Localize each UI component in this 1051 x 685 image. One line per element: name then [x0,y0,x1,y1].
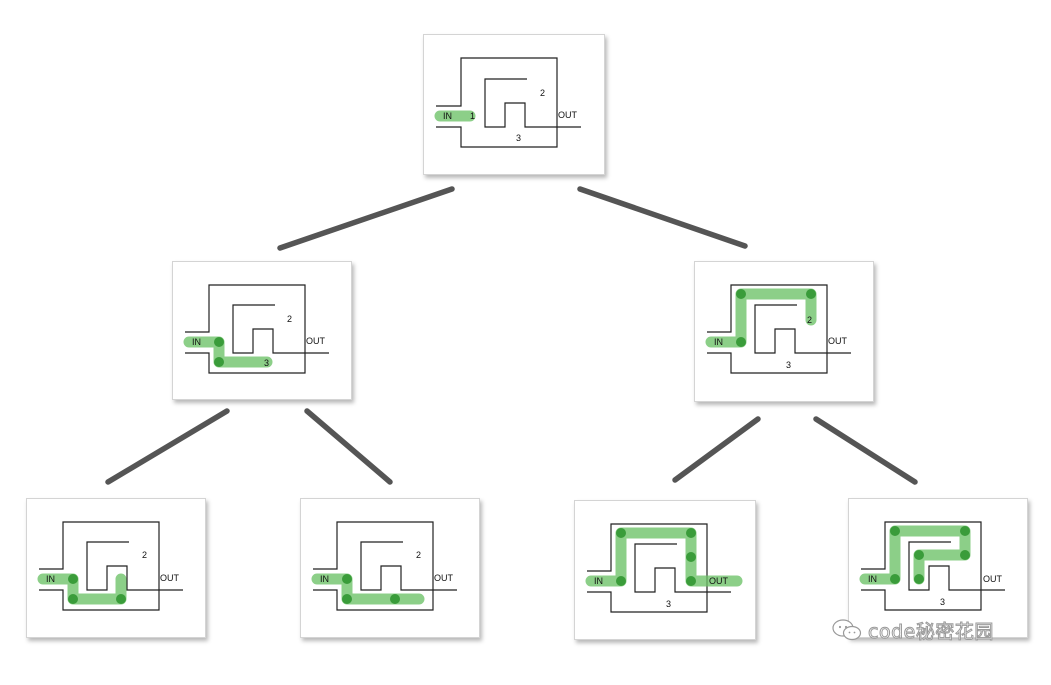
junction-dot [914,574,924,584]
junction-dot [214,337,224,347]
junction-3-label: 3 [264,358,269,368]
maze-node-left-right: IN 2 OUT [300,498,480,638]
out-label: OUT [709,576,729,586]
junction-dot [736,337,746,347]
path-highlight [705,288,817,348]
junction-dot [960,526,970,536]
junction-2-label: 2 [807,315,812,325]
maze-diagram: IN 2 OUT [311,521,457,611]
wechat-icon [832,619,862,641]
out-label: OUT [983,574,1003,584]
out-label: OUT [434,573,454,583]
junction-dot [342,574,352,584]
maze-diagram: IN 2 OUT 3 [705,284,851,374]
watermark: code秘密花园 [832,618,994,643]
maze-node-right-left: IN OUT 3 [574,500,756,640]
junction-dot [342,594,352,604]
edge-left-leftright [304,408,393,485]
junction-dot [68,574,78,584]
out-label: OUT [160,573,180,583]
junction-dot [214,357,224,367]
junction-2-label: 2 [416,550,421,560]
junction-dot [960,550,970,560]
junction-dot [116,594,126,604]
junction-dot [616,528,626,538]
junction-3-label: 3 [786,360,791,370]
in-label: IN [443,111,452,121]
maze-diagram: IN 1 2 OUT 3 [434,57,581,148]
edge-right-rightleft [672,416,761,483]
junction-dot [890,526,900,536]
junction-dot [686,528,696,538]
junction-dot [686,552,696,562]
out-label: OUT [558,110,578,120]
path-highlight [183,336,273,368]
maze-diagram: IN OUT 3 [585,523,743,613]
path-highlight [585,527,743,587]
in-label: IN [46,574,55,584]
watermark-text: code秘密花园 [868,620,994,643]
maze-node-left-left: IN 2 OUT [26,498,206,638]
junction-dot [890,574,900,584]
edge-root-right [577,186,748,249]
junction-dot [686,576,696,586]
edge-right-rightright [813,416,918,485]
junction-dot [806,289,816,299]
maze-diagram: IN 2 OUT [37,521,183,611]
junction-1-label: 1 [470,111,475,121]
junction-dot [616,576,626,586]
junction-3-label: 3 [940,597,945,607]
maze-node-right-right: IN OUT 3 [848,498,1028,638]
junction-dot [390,594,400,604]
junction-dot [914,550,924,560]
junction-dot [68,594,78,604]
out-label: OUT [828,336,848,346]
in-label: IN [192,337,201,347]
maze-node-left: IN 2 OUT 3 [172,261,352,400]
edge-root-left [277,186,455,251]
junction-dot [736,289,746,299]
out-label: OUT [306,336,326,346]
junction-2-label: 2 [142,550,147,560]
in-label: IN [320,574,329,584]
junction-2-label: 2 [540,88,545,98]
maze-diagram: IN 2 OUT 3 [183,284,329,374]
maze-diagram: IN OUT 3 [859,521,1005,611]
maze-node-root: IN 1 2 OUT 3 [423,34,605,175]
in-label: IN [868,574,877,584]
junction-2-label: 2 [287,314,292,324]
junction-3-label: 3 [666,599,671,609]
edge-left-leftleft [105,408,230,485]
in-label: IN [714,337,723,347]
path-highlight [311,573,425,605]
maze-node-right: IN 2 OUT 3 [694,261,874,402]
in-label: IN [594,576,603,586]
junction-3-label: 3 [516,133,521,143]
